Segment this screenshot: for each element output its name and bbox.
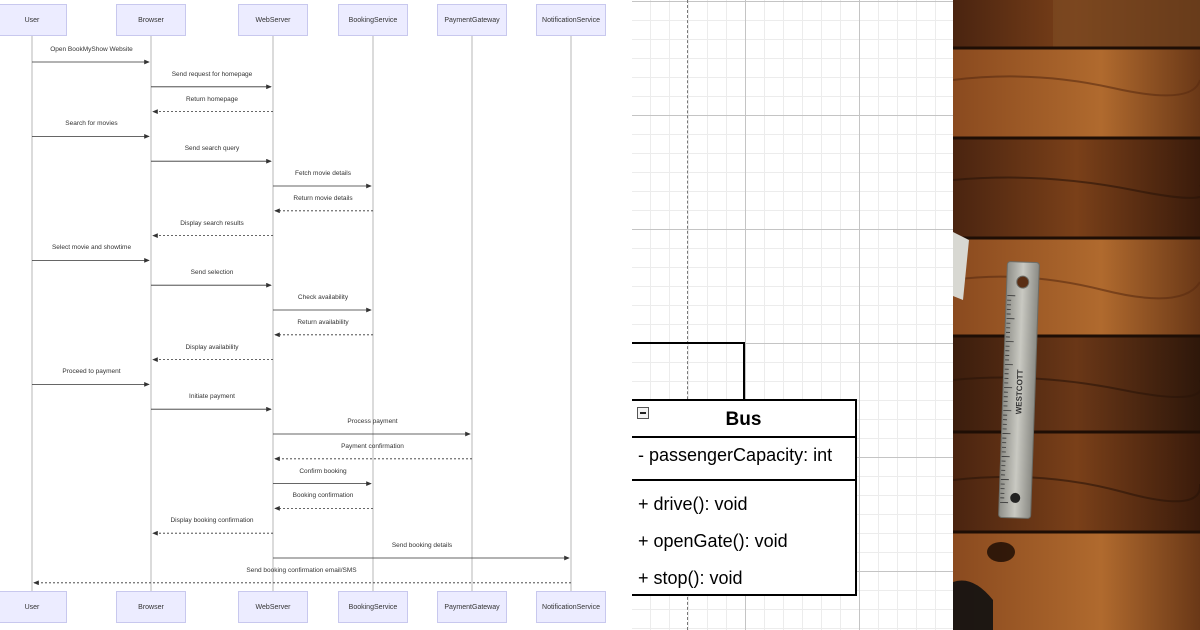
actor-browser-top[interactable]: Browser (116, 4, 186, 36)
message-label: Initiate payment (189, 393, 235, 401)
message-label: Return homepage (185, 95, 239, 103)
class-method: + drive(): void (638, 494, 748, 514)
message-label: Process payment (347, 418, 398, 425)
message-label: Open BookMyShow Website (50, 46, 133, 53)
collapse-toggle-icon[interactable] (637, 407, 649, 419)
actor-bookingservice-top[interactable]: BookingService (338, 4, 408, 36)
actor-webserver-top[interactable]: WebServer (238, 4, 308, 36)
class-method: + stop(): void (638, 568, 743, 588)
message-label: Return availability (297, 318, 349, 326)
message-label: Display booking confirmation (170, 517, 254, 525)
association-line-horizontal (632, 342, 744, 344)
class-divider-attributes (632, 479, 855, 481)
actor-user-top[interactable]: User (0, 4, 67, 36)
class-divider-name (632, 436, 855, 438)
message-label: Display availability (185, 343, 239, 351)
class-diagram-canvas: Bus - passengerCapacity: int + drive(): … (632, 0, 953, 630)
actor-webserver-bottom[interactable]: WebServer (238, 591, 308, 623)
message-label: Send request for homepage (171, 70, 253, 78)
class-method: + openGate(): void (638, 531, 788, 551)
message-label: Check availability (297, 294, 349, 301)
actor-browser-bottom[interactable]: Browser (116, 591, 186, 623)
sequence-diagram-canvas (31, 36, 572, 591)
message-label: Proceed to payment (62, 368, 121, 376)
class-attribute: - passengerCapacity: int (638, 445, 833, 465)
message-label: Return movie details (293, 194, 353, 202)
message-label: Send search query (184, 145, 240, 153)
message-label: Send booking confirmation email/SMS (246, 566, 357, 574)
message-label: Search for movies (65, 120, 118, 128)
message-label: Select movie and showtime (51, 244, 132, 252)
wood-table-illustration: WESTCOTT (953, 0, 1200, 630)
alignment-guide-line (687, 0, 688, 630)
actor-bookingservice-bottom[interactable]: BookingService (338, 591, 408, 623)
association-line-vertical (743, 342, 745, 400)
message-label: Display search results (180, 219, 244, 227)
message-label: Payment confirmation (341, 442, 404, 450)
class-box-bus[interactable]: Bus - passengerCapacity: int + drive(): … (632, 399, 857, 596)
actor-paymentgateway-top[interactable]: PaymentGateway (437, 4, 507, 36)
message-label: Booking confirmation (292, 492, 354, 500)
ruler-brand-label: WESTCOTT (1014, 369, 1025, 414)
actor-paymentgateway-bottom[interactable]: PaymentGateway (437, 591, 507, 623)
wood-table-photo: WESTCOTT (953, 0, 1200, 630)
actor-user-bottom[interactable]: User (0, 591, 67, 623)
message-label: Confirm booking (299, 467, 347, 475)
message-label: Send booking details (391, 542, 453, 549)
actor-notificationservice-bottom[interactable]: NotificationService (536, 591, 606, 623)
class-name: Bus (725, 409, 762, 430)
message-label: Fetch movie details (295, 170, 351, 177)
actor-notificationservice-top[interactable]: NotificationService (536, 4, 606, 36)
message-label: Send selection (190, 269, 234, 277)
